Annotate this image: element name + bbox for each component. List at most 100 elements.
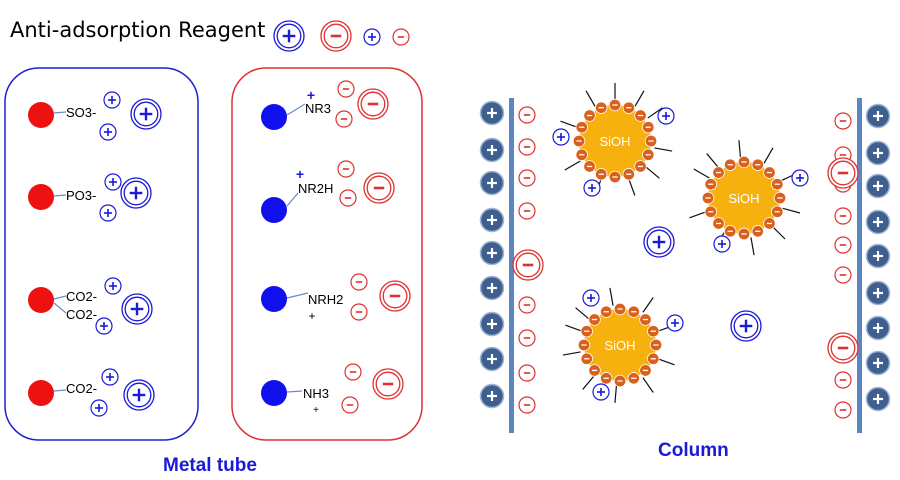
small-negative-ion [392,28,410,46]
small-negative-ion [335,110,353,128]
wall-bound-cation [479,170,505,196]
surface-ligand [782,207,801,214]
reagent-tail [286,103,306,116]
large-positive-ion [123,379,155,411]
small-negative-ion [518,138,536,156]
small-negative-ion [518,296,536,314]
small-negative-ion [518,329,536,347]
column-wall-left [509,98,514,433]
particle-label: SiOH [599,134,630,149]
small-negative-ion [518,106,536,124]
surface-ligand [560,120,578,128]
wall-bound-cation [479,100,505,126]
silica-core [579,105,651,177]
silica-core [708,162,780,234]
amine-label: NR2H [298,181,333,196]
surface-ligand [564,160,581,171]
large-positive-ion [273,20,305,52]
small-negative-ion [337,80,355,98]
amine-label: NRH2 [308,292,343,307]
cation-charge-mark: + [308,309,315,323]
small-negative-ion [339,189,357,207]
column-caption: Column [658,440,729,461]
small-positive-ion [582,289,600,307]
small-negative-ion [834,207,852,225]
surface-ligand [562,351,581,356]
surface-ligand [706,153,719,168]
large-negative-ion [827,157,859,189]
surface-ligand [689,211,707,219]
wall-bound-cation [865,140,891,166]
cation-charge-mark: + [296,166,304,182]
small-negative-ion [341,396,359,414]
small-positive-ion [99,123,117,141]
reagent-head-cation [261,286,287,312]
surface-ligand [565,324,583,332]
surface-ligand [750,237,755,256]
wall-bound-cation [479,346,505,372]
large-negative-ion [827,332,859,364]
carboxylate-label: CO2- [66,381,97,396]
carboxylate-label: CO2- [66,307,97,322]
surface-ligand [693,168,710,179]
small-negative-ion [834,401,852,419]
small-positive-ion [101,368,119,386]
reagent-head-cation [261,197,287,223]
anionic-reagents: SO3-PO3-CO2-CO2-CO2- [28,91,162,417]
wall-bound-cation [479,207,505,233]
surface-ligand [609,287,614,306]
wall-bound-cation [479,311,505,337]
small-negative-ion [337,160,355,178]
wall-bound-cation [865,103,891,129]
large-positive-ion [120,177,152,209]
small-negative-ion [518,169,536,187]
large-negative-ion [320,20,352,52]
large-negative-ion [372,368,404,400]
small-positive-ion [90,399,108,417]
wall-bound-cation [865,243,891,269]
surface-ligand [642,377,654,393]
amine-label: NR3 [305,101,331,116]
surface-ligand [582,375,595,390]
silica-particle: SiOH [562,287,675,403]
small-positive-ion [791,169,809,187]
reagent-head-anion [28,380,54,406]
surface-ligand [654,147,673,152]
small-negative-ion [518,396,536,414]
wall-bound-cation [479,383,505,409]
large-positive-ion [643,226,675,258]
phosphonate-label: PO3- [66,188,96,203]
small-negative-ion [350,303,368,321]
legend [273,20,410,52]
cation-charge-mark: + [307,87,315,103]
large-negative-ion [363,172,395,204]
reagent-tail [286,390,303,393]
silica-particle: SiOH [689,140,801,256]
wall-bound-cation [865,280,891,306]
wall-bound-cation [479,240,505,266]
surface-ligand [634,90,645,107]
small-positive-ion [95,317,113,335]
small-positive-ion [583,179,601,197]
surface-ligand [738,140,742,159]
small-positive-ion [666,314,684,332]
large-positive-ion [730,310,762,342]
anionic-reagent-box [4,67,199,441]
small-positive-ion [104,277,122,295]
surface-ligand [647,107,663,119]
reagent-tail [53,194,67,197]
surface-ligand [614,384,618,403]
silica-particle: SiOH [560,83,673,196]
surface-ligand [628,178,636,196]
silica-core [584,309,656,381]
page-title: Anti-adsorption Reagent [10,18,266,42]
large-positive-ion [121,293,153,325]
wall-bound-cation [865,350,891,376]
small-positive-ion [657,107,675,125]
reagent-tail [53,295,67,300]
wall-bound-cation [865,386,891,412]
wall-bound-cation [865,315,891,341]
surface-ligand [657,358,675,366]
surface-ligand [771,225,786,240]
